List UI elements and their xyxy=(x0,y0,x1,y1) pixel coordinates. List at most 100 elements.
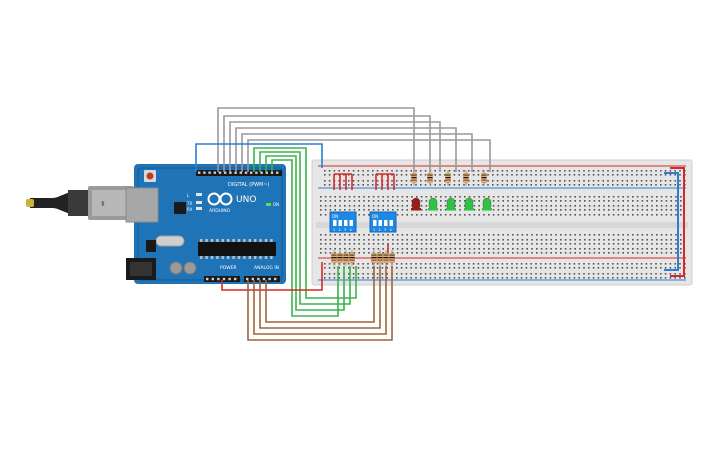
hole xyxy=(568,267,571,269)
analog-pin[interactable] xyxy=(257,277,260,281)
dip-right-toggle-2[interactable] xyxy=(378,220,383,226)
digital-pin[interactable] xyxy=(244,171,248,174)
power-pin[interactable] xyxy=(217,277,220,281)
power-pin[interactable] xyxy=(228,277,231,281)
digital-pin[interactable] xyxy=(265,171,268,174)
digital-pin[interactable] xyxy=(260,171,263,174)
digital-pin[interactable] xyxy=(229,171,232,174)
hole xyxy=(530,174,532,176)
dip-switch-right[interactable]: ON 1 2 3 4 xyxy=(369,211,397,233)
hole xyxy=(656,196,658,198)
hole xyxy=(608,239,610,241)
led-green-4[interactable] xyxy=(464,197,474,211)
wire-green-1[interactable] xyxy=(253,147,357,299)
led-resistor-4[interactable] xyxy=(463,170,469,186)
breadboard[interactable] xyxy=(311,159,693,286)
pulldown-resistor-6[interactable] xyxy=(377,250,383,266)
analog-pin[interactable] xyxy=(246,277,249,281)
hole xyxy=(645,267,648,269)
digital-pin[interactable] xyxy=(250,171,253,174)
wire-brown-2[interactable] xyxy=(253,266,387,335)
hole xyxy=(564,180,566,182)
dip-left-toggle-2[interactable] xyxy=(338,220,343,226)
wire-brown-3[interactable] xyxy=(259,266,381,329)
wire-gray-5[interactable] xyxy=(241,133,473,172)
led-resistor-2[interactable] xyxy=(427,170,433,186)
hole xyxy=(574,248,576,250)
digital-pin[interactable] xyxy=(234,171,237,174)
analog-pin[interactable] xyxy=(262,277,266,281)
wire-rail-red-right[interactable] xyxy=(670,167,685,277)
pulldown-resistor-1[interactable] xyxy=(331,250,337,266)
wire-red-5v[interactable] xyxy=(221,262,323,291)
wire-brown-1[interactable] xyxy=(247,266,393,341)
digital-pin[interactable] xyxy=(276,171,279,174)
hole xyxy=(540,170,542,172)
led-resistor-3[interactable] xyxy=(445,170,451,186)
digital-pin[interactable] xyxy=(203,171,206,174)
pulldown-resistor-3[interactable] xyxy=(343,250,349,266)
wire-brown-4[interactable] xyxy=(265,266,375,323)
pulldown-resistor-7[interactable] xyxy=(383,250,389,266)
power-pin[interactable] xyxy=(222,277,226,281)
wire-gray-4[interactable] xyxy=(235,127,457,172)
digital-pin[interactable] xyxy=(224,171,227,174)
hole xyxy=(627,196,629,198)
hole xyxy=(627,243,629,245)
hole xyxy=(424,267,427,269)
dip-right-toggle-3[interactable] xyxy=(384,220,388,226)
wire-gray-6[interactable] xyxy=(247,139,491,172)
hole xyxy=(608,214,610,216)
led-resistor-1[interactable] xyxy=(411,170,417,186)
led-red-1[interactable] xyxy=(411,197,421,211)
dip-right-toggle-1[interactable] xyxy=(373,220,377,226)
led-resistor-5[interactable] xyxy=(481,170,487,186)
wire-green-3[interactable] xyxy=(265,155,345,311)
wire-blue-gnd[interactable] xyxy=(195,143,323,172)
wire-gray-3[interactable] xyxy=(229,121,441,172)
hole xyxy=(400,180,403,182)
digital-pin[interactable] xyxy=(208,171,211,174)
led-green-3[interactable] xyxy=(446,197,456,211)
power-header[interactable] xyxy=(204,276,240,282)
power-pin[interactable] xyxy=(206,277,209,281)
wire-rail-blue-right[interactable] xyxy=(664,172,679,271)
digital-pin[interactable] xyxy=(198,171,201,174)
wire-green-4[interactable] xyxy=(271,159,339,317)
hole xyxy=(339,200,341,202)
digital-pin[interactable] xyxy=(239,171,242,174)
dip-left-toggle-1[interactable] xyxy=(333,220,337,226)
digital-pin[interactable] xyxy=(218,171,222,174)
hole xyxy=(511,277,513,279)
pulldown-resistor-2[interactable] xyxy=(337,250,343,266)
arduino-board[interactable]: DIGITAL (PWM~) L TX RX ARDUINO UNO ON xyxy=(125,164,286,284)
dip-left-toggle-3[interactable] xyxy=(344,220,348,226)
led-green-2[interactable] xyxy=(428,197,438,211)
analog-pin[interactable] xyxy=(268,277,271,281)
digital-pin[interactable] xyxy=(270,171,274,174)
dip-right-toggle-4[interactable] xyxy=(389,220,394,226)
power-pin[interactable] xyxy=(234,277,237,281)
hole xyxy=(435,248,437,250)
led-green-5[interactable] xyxy=(482,197,492,211)
hole xyxy=(324,184,326,186)
digital-header[interactable] xyxy=(196,170,282,176)
pulldown-resistor-8[interactable] xyxy=(389,250,395,266)
wire-green-2[interactable] xyxy=(259,151,351,305)
analog-pin[interactable] xyxy=(251,277,254,281)
analog-pin[interactable] xyxy=(274,277,277,281)
hole xyxy=(660,170,662,172)
digital-pin[interactable] xyxy=(255,171,258,174)
digital-pin[interactable] xyxy=(213,171,216,174)
hole xyxy=(348,252,351,254)
dip-switch-left[interactable]: ON 1 2 3 4 xyxy=(329,211,357,233)
pulldown-resistor-5[interactable] xyxy=(371,250,377,266)
crystal-oscillator xyxy=(155,235,185,247)
hole xyxy=(363,214,365,216)
power-pin[interactable] xyxy=(211,277,214,281)
hole xyxy=(367,263,369,265)
dip-left-toggle-4[interactable] xyxy=(349,220,354,226)
analog-header[interactable] xyxy=(244,276,280,282)
pulldown-resistor-4[interactable] xyxy=(349,250,355,266)
